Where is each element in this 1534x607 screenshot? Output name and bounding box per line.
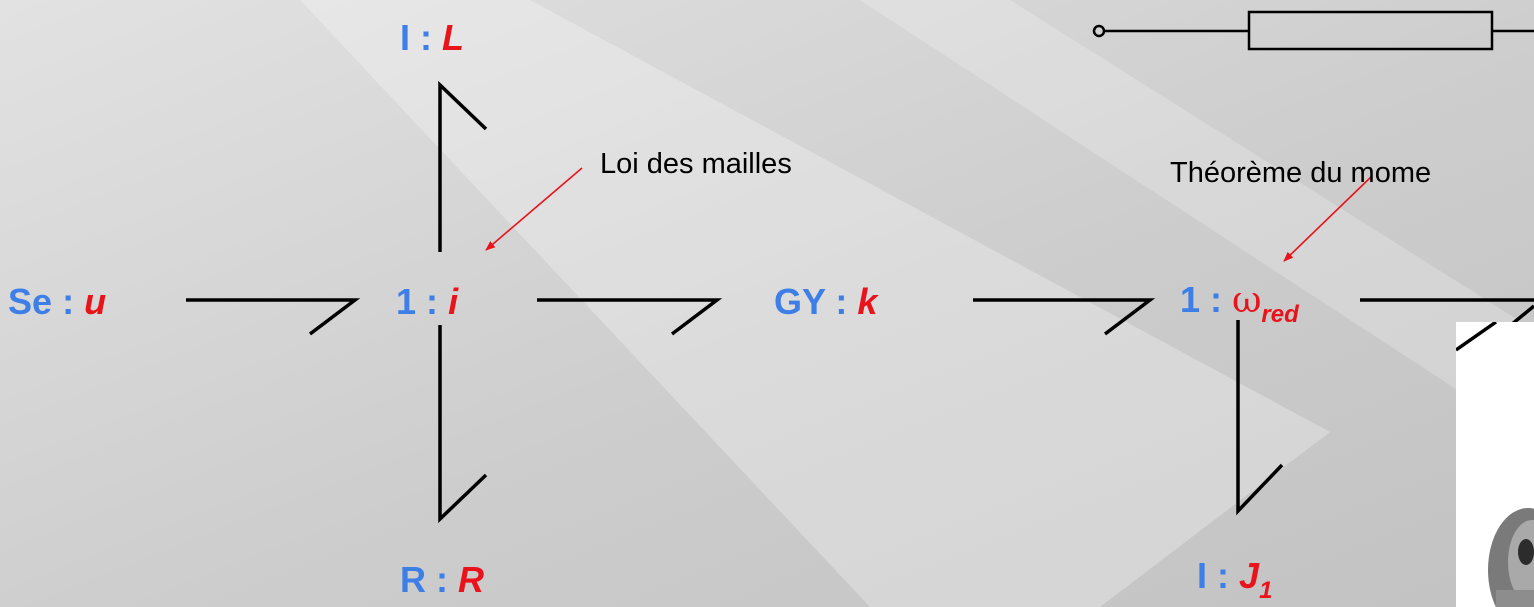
- bond-source-to-junction-i: [186, 298, 361, 336]
- motor-photo-card: [1456, 322, 1534, 607]
- bond-junction-omega-to-inertia: [1236, 320, 1284, 516]
- node-inductance: I : L: [400, 17, 465, 58]
- bond-junction-i-to-inductance: [438, 80, 488, 252]
- node-source: Se : u: [8, 281, 107, 322]
- node-junction-current: 1 : i: [396, 281, 459, 322]
- terminal-dot: [1092, 24, 1106, 38]
- bond-junction-i-to-gyrator: [537, 298, 723, 336]
- electrical-resistor-symbol: [1092, 10, 1534, 51]
- node-inertia: I : J1: [1197, 555, 1273, 604]
- bond-junction-i-to-resistor: [438, 325, 488, 524]
- node-gyrator: GY : k: [774, 281, 878, 322]
- background-light-stripe: [300, 0, 1330, 607]
- momentum-theorem-pointer-arrow: [1283, 175, 1373, 262]
- node-junction-speed: 1 : ωred: [1180, 279, 1299, 328]
- node-resistor: R : R: [400, 559, 485, 600]
- background-light-stripe: [860, 0, 1534, 440]
- annotation-momentum-theorem: Théorème du mome: [1170, 157, 1432, 189]
- annotation-mesh-law: Loi des mailles: [600, 148, 792, 180]
- bond-gyrator-to-junction-omega: [973, 298, 1156, 336]
- mesh-law-pointer-arrow: [485, 167, 583, 251]
